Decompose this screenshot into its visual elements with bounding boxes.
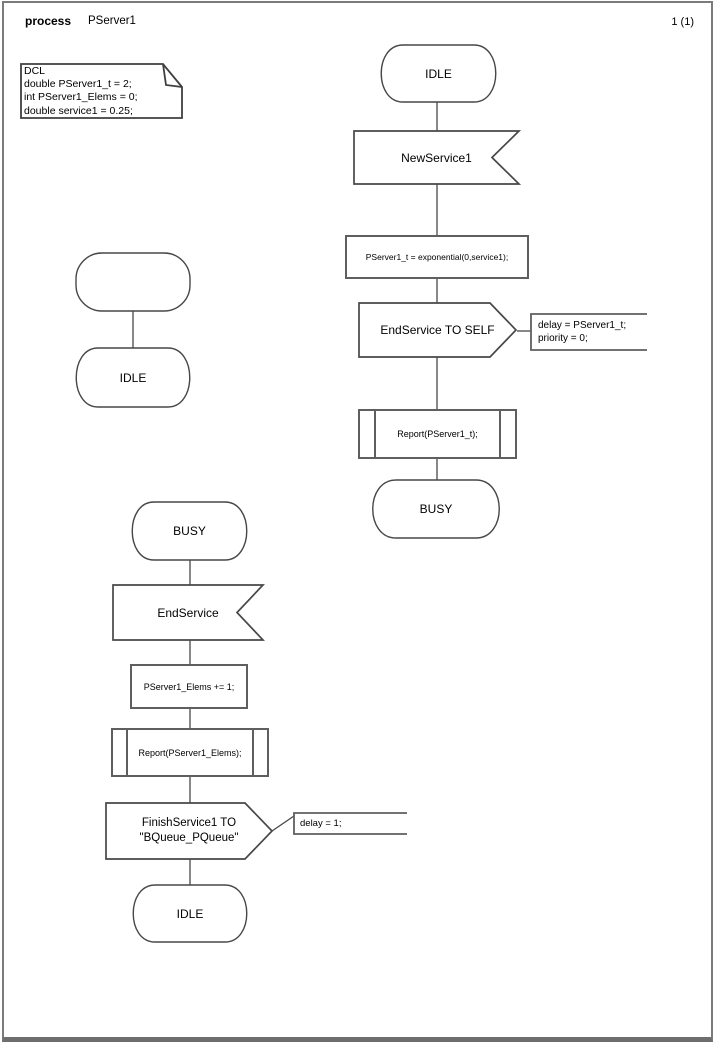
busy-state-source[interactable] — [131, 501, 248, 561]
process-kind-label: process — [25, 14, 72, 28]
output-finishservice1[interactable] — [105, 802, 274, 860]
note-fold-icon — [162, 63, 183, 88]
task-increment-elems[interactable] — [130, 664, 248, 709]
start-idle-state[interactable] — [75, 347, 191, 408]
start-symbol[interactable] — [75, 252, 191, 312]
comment-endservice-params[interactable] — [530, 313, 647, 351]
procedure-report-elems[interactable] — [111, 728, 269, 777]
busy-state-next[interactable] — [372, 479, 500, 539]
comment-delay-1[interactable] — [293, 812, 407, 835]
idle-state-end[interactable] — [132, 884, 248, 943]
declaration-note-shape[interactable] — [20, 63, 183, 119]
comment-link-finishservice — [271, 815, 295, 832]
task-set-service-time[interactable] — [345, 235, 529, 279]
page-number: 1 (1) — [671, 16, 694, 28]
output-endservice-to-self[interactable] — [358, 302, 518, 358]
idle-state-top[interactable] — [380, 44, 497, 103]
procedure-report-service-time[interactable] — [358, 409, 517, 459]
input-newservice1[interactable] — [353, 130, 522, 185]
input-endservice[interactable] — [112, 584, 265, 641]
process-name: PServer1 — [88, 15, 136, 27]
